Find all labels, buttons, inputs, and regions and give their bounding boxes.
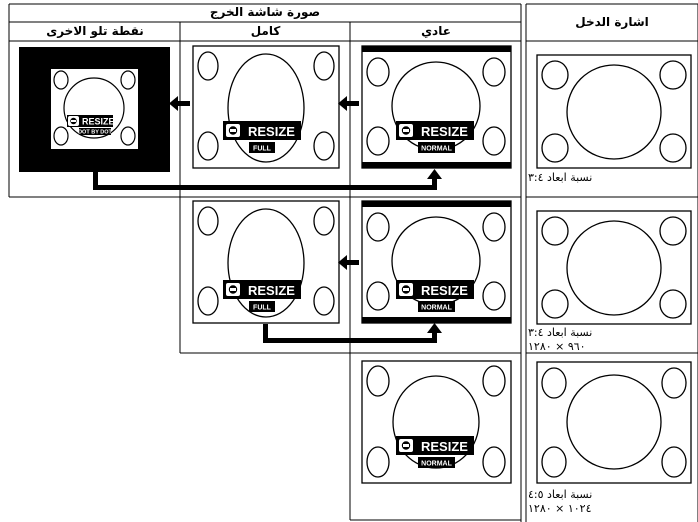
caption-row2-aspect: نسبة ابعاد ٣:٤ — [528, 326, 593, 339]
osd-row2-normal — [396, 280, 474, 312]
caption-row3-resolution: ١٠٢٤ × ١٢٨٠ — [528, 502, 592, 515]
arrow-left-icon — [338, 96, 359, 111]
row1-frame — [8, 3, 521, 198]
input-image-4-3 — [536, 54, 692, 169]
return-arrow-row1 — [93, 169, 442, 190]
input-image-1280x1024 — [536, 361, 692, 484]
return-arrow-row2 — [263, 323, 442, 343]
osd-row1-full — [223, 121, 301, 153]
input-column-frame — [520, 3, 698, 522]
arrow-left-icon — [338, 255, 359, 270]
osd-row3-normal-resize: RESIZE — [421, 439, 468, 454]
header-normal: عادي — [421, 24, 451, 38]
osd-row2-normal-mode: NORMAL — [421, 305, 452, 312]
osd-row3-normal-mode: NORMAL — [421, 461, 452, 468]
input-image-1280x960 — [536, 210, 692, 325]
caption-row1-aspect: نسبة ابعاد ٣:٤ — [528, 171, 593, 184]
row1-dot-by-dot-screen — [19, 47, 170, 172]
caption-row3-aspect: نسبة ابعاد ٤:٥ — [528, 488, 593, 501]
osd-row2-full-resize: RESIZE — [248, 283, 295, 298]
osd-row2-normal-resize: RESIZE — [421, 283, 468, 298]
osd-row1-dot-resize: RESIZE — [82, 117, 115, 127]
osd-row1-full-mode: FULL — [253, 146, 272, 153]
arrow-left-icon — [169, 96, 190, 111]
row3-frame — [349, 353, 521, 521]
osd-row1-normal — [396, 121, 474, 153]
caption-row2-resolution: ٩٦٠ × ١٢٨٠ — [528, 340, 586, 353]
osd-row1-full-resize: RESIZE — [248, 124, 295, 139]
osd-row1-normal-mode: NORMAL — [421, 146, 452, 153]
header-full: كامل — [250, 24, 281, 38]
osd-row1-normal-resize: RESIZE — [421, 124, 468, 139]
osd-row1-dot-mode: DOT BY DOT — [78, 130, 112, 136]
osd-row2-full — [223, 280, 301, 312]
header-output-image: صورة شاشة الخرج — [209, 5, 321, 19]
osd-row2-full-mode: FULL — [253, 305, 272, 312]
osd-row3-normal — [396, 436, 474, 468]
header-input-signal: اشارة الدخل — [575, 15, 649, 29]
header-dot-by-dot: نقطة تلو الاخرى — [46, 24, 144, 38]
osd-row1-dot-by-dot — [67, 115, 113, 135]
